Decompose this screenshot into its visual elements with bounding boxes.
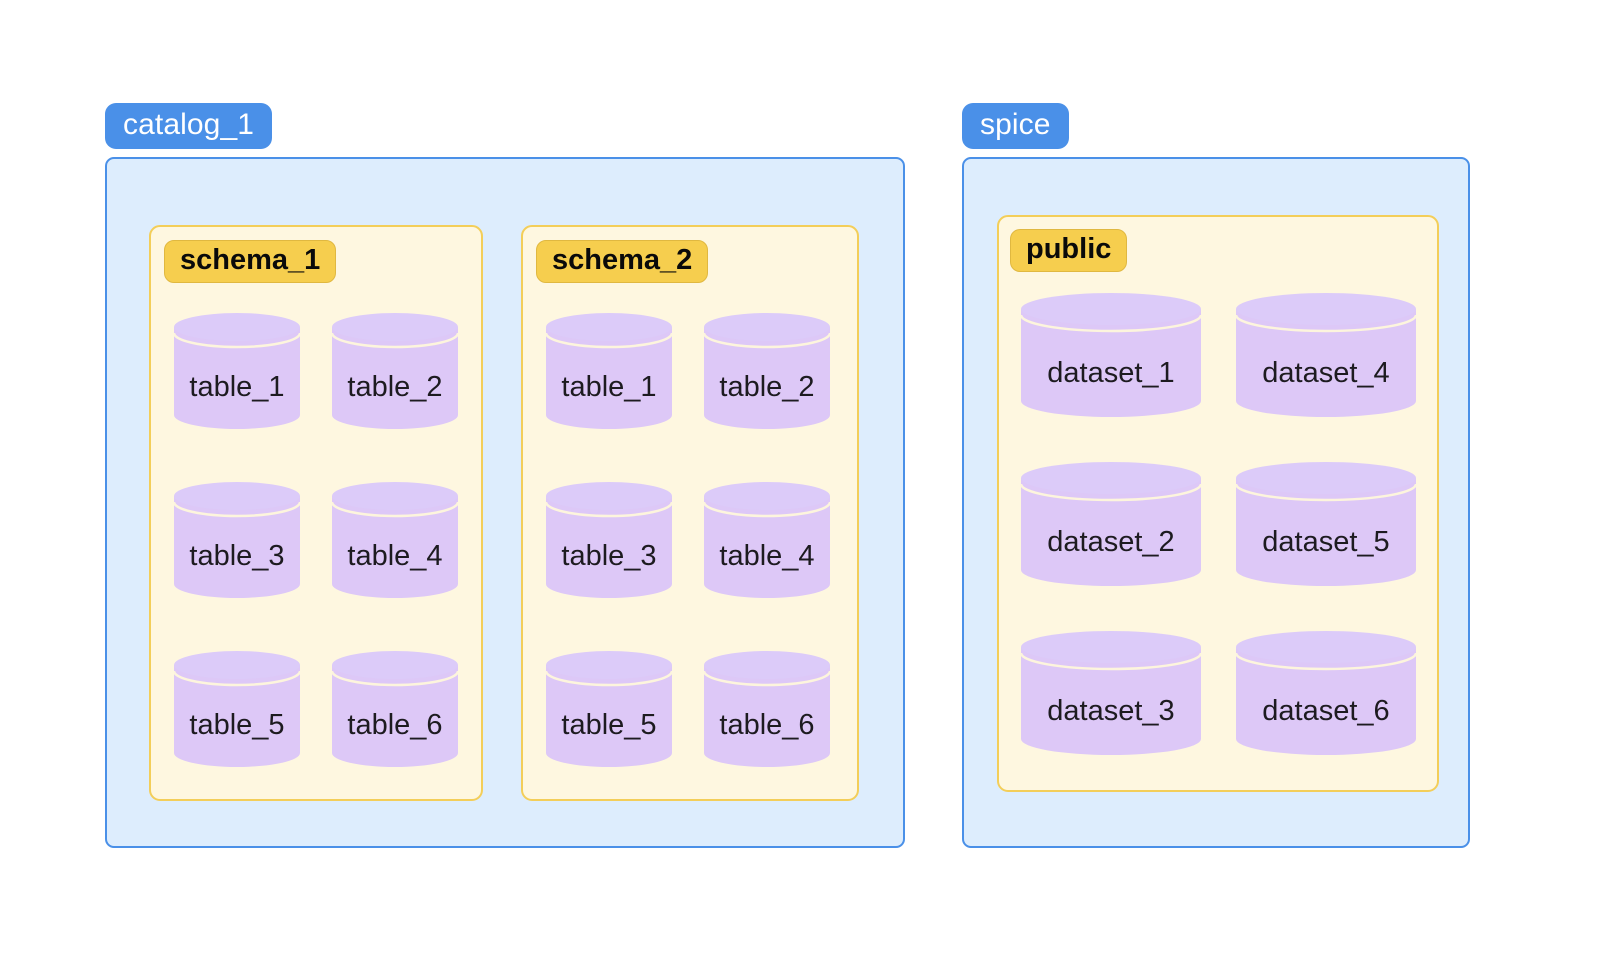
table-cylinder[interactable]: table_5	[174, 651, 300, 767]
catalog-group-catalog_1: catalog_1 schema_1 table_1	[105, 103, 905, 848]
database-cylinder-icon	[704, 482, 830, 598]
dataset-cylinder[interactable]: dataset_3	[1021, 631, 1201, 755]
database-cylinder-icon	[1021, 293, 1201, 417]
database-cylinder-icon	[1021, 631, 1201, 755]
database-cylinder-icon	[546, 313, 672, 429]
database-cylinder-icon	[1236, 631, 1416, 755]
table-cylinder[interactable]: table_2	[704, 313, 830, 429]
dataset-cylinder[interactable]: dataset_1	[1021, 293, 1201, 417]
database-cylinder-icon	[1236, 293, 1416, 417]
table-cylinder[interactable]: table_4	[704, 482, 830, 598]
table-cylinder[interactable]: table_4	[332, 482, 458, 598]
schema-panel-public: public dataset_1 dat	[997, 215, 1439, 792]
schema-panel-schema_1: schema_1 table_1 tab	[149, 225, 483, 801]
table-cylinder[interactable]: table_1	[546, 313, 672, 429]
database-cylinder-icon	[546, 651, 672, 767]
schema-badge-schema_1[interactable]: schema_1	[164, 240, 337, 283]
database-cylinder-icon	[704, 313, 830, 429]
table-cylinder[interactable]: table_6	[704, 651, 830, 767]
catalog-group-spice: spice public dataset_1	[962, 103, 1470, 848]
schema-badge-public[interactable]: public	[1010, 229, 1128, 272]
database-cylinder-icon	[174, 482, 300, 598]
database-cylinder-icon	[332, 482, 458, 598]
table-cylinder[interactable]: table_3	[546, 482, 672, 598]
table-cylinder[interactable]: table_2	[332, 313, 458, 429]
schema-badge-schema_2[interactable]: schema_2	[536, 240, 709, 283]
dataset-cylinder[interactable]: dataset_2	[1021, 462, 1201, 586]
table-cylinder[interactable]: table_5	[546, 651, 672, 767]
table-cylinder[interactable]: table_3	[174, 482, 300, 598]
dataset-cylinder[interactable]: dataset_5	[1236, 462, 1416, 586]
table-cylinder[interactable]: table_6	[332, 651, 458, 767]
database-cylinder-icon	[332, 313, 458, 429]
catalog-badge-spice[interactable]: spice	[962, 103, 1069, 149]
catalog-panel-catalog_1: schema_1 table_1 tab	[105, 157, 905, 848]
catalog-panel-spice: public dataset_1 dat	[962, 157, 1470, 848]
table-cylinder[interactable]: table_1	[174, 313, 300, 429]
dataset-cylinder[interactable]: dataset_6	[1236, 631, 1416, 755]
schema-panel-schema_2: schema_2 table_1 tab	[521, 225, 859, 801]
dataset-cylinder[interactable]: dataset_4	[1236, 293, 1416, 417]
database-cylinder-icon	[1021, 462, 1201, 586]
database-cylinder-icon	[546, 482, 672, 598]
catalog-badge-catalog_1[interactable]: catalog_1	[105, 103, 273, 149]
database-cylinder-icon	[174, 651, 300, 767]
database-cylinder-icon	[1236, 462, 1416, 586]
database-cylinder-icon	[332, 651, 458, 767]
database-cylinder-icon	[704, 651, 830, 767]
database-cylinder-icon	[174, 313, 300, 429]
